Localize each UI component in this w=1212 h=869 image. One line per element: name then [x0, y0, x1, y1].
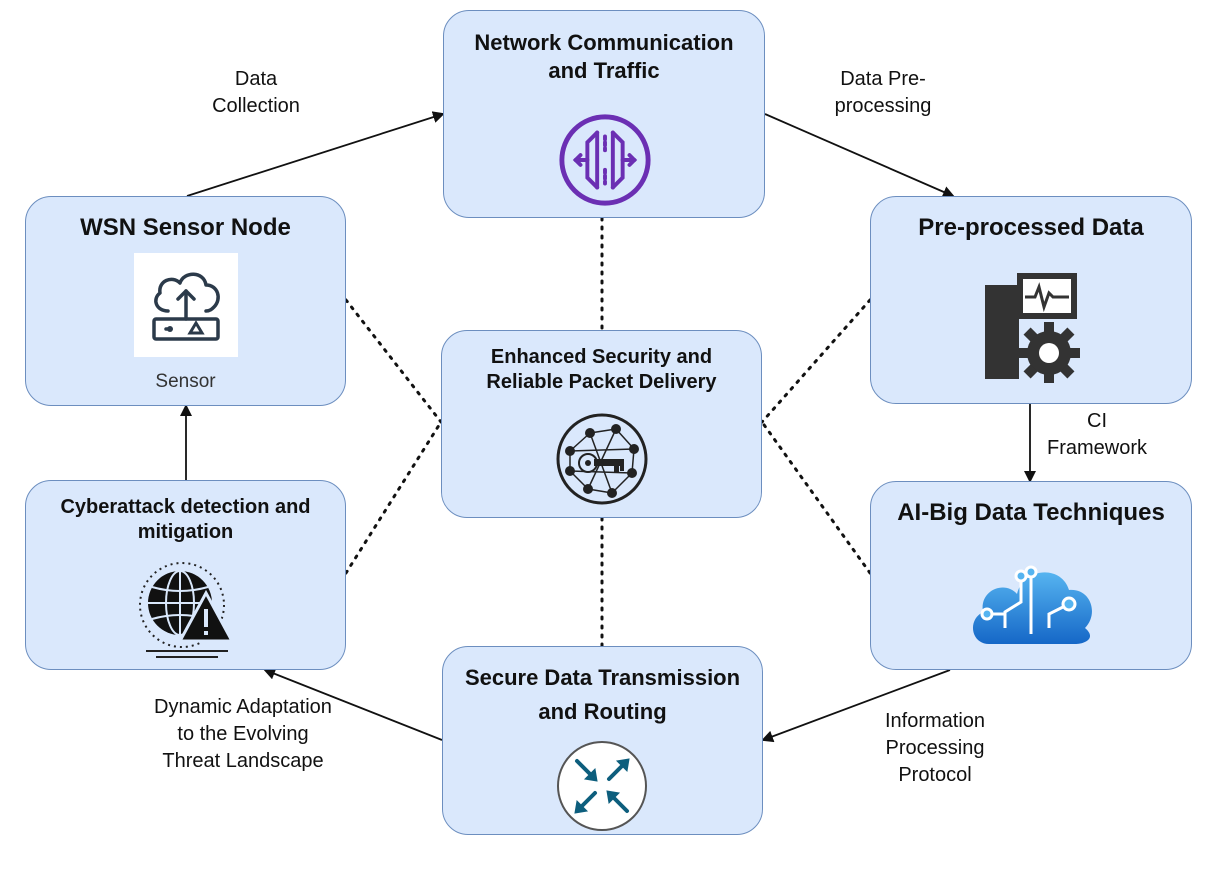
node-cyberattack-detection: Cyberattack detection and mitigation [25, 480, 346, 670]
dotted-link-preprocessed [760, 298, 872, 424]
arrow-data-collection [186, 111, 445, 197]
node-preprocessed-data-title: Pre-processed Data [918, 214, 1144, 241]
node-preprocessed-data: Pre-processed Data [870, 196, 1192, 404]
cloud-circuit-icon [972, 565, 1092, 644]
edge-label-information-processing: Information Processing Protocol [884, 710, 986, 786]
cloud-upload-sensor-icon [152, 272, 220, 341]
node-cyberattack-detection-title: Cyberattack detection and mitigation [60, 496, 311, 543]
dotted-link-cyber [344, 420, 443, 575]
node-ai-big-data: AI-Big Data Techniques [870, 481, 1192, 670]
arrow-dynamic-adaptation [263, 668, 443, 741]
secure-network-key-icon [556, 413, 648, 505]
router-arrows-icon [557, 741, 647, 831]
edge-label-ci-framework: CI Framework [1046, 410, 1147, 459]
node-enhanced-security: Enhanced Security and Reliable Packet De… [441, 330, 762, 518]
node-secure-transmission-title: Secure Data Transmission and Routing [464, 665, 741, 724]
server-gear-monitor-icon [985, 273, 1080, 383]
node-wsn-sensor-title: WSN Sensor Node [80, 214, 291, 241]
sensor-caption: Sensor [155, 371, 216, 392]
edge-label-data-preprocessing: Data Pre-processing [834, 68, 932, 117]
node-wsn-sensor: WSN Sensor Node Sensor [25, 196, 346, 406]
globe-warning-icon [139, 562, 235, 658]
arrow-information-processing [761, 669, 951, 743]
node-enhanced-security-title: Enhanced Security and Reliable Packet De… [486, 346, 717, 393]
node-ai-big-data-title: AI-Big Data Techniques [897, 499, 1165, 526]
node-network-communication: Network Communication and Traffic [443, 10, 765, 218]
dotted-link-aibig [760, 420, 872, 575]
node-secure-transmission: Secure Data Transmission and Routing [442, 646, 763, 835]
network-traffic-icon [559, 114, 651, 206]
sensor-icon-tile [134, 253, 238, 357]
arrow-data-preprocessing [764, 113, 955, 198]
edge-label-data-collection: Data Collection [212, 68, 300, 117]
edge-label-dynamic-adaptation: Dynamic Adaptation to the Evolving Threa… [154, 696, 332, 772]
node-network-communication-title: Network Communication and Traffic [474, 30, 734, 83]
dotted-link-wsn [344, 298, 443, 424]
